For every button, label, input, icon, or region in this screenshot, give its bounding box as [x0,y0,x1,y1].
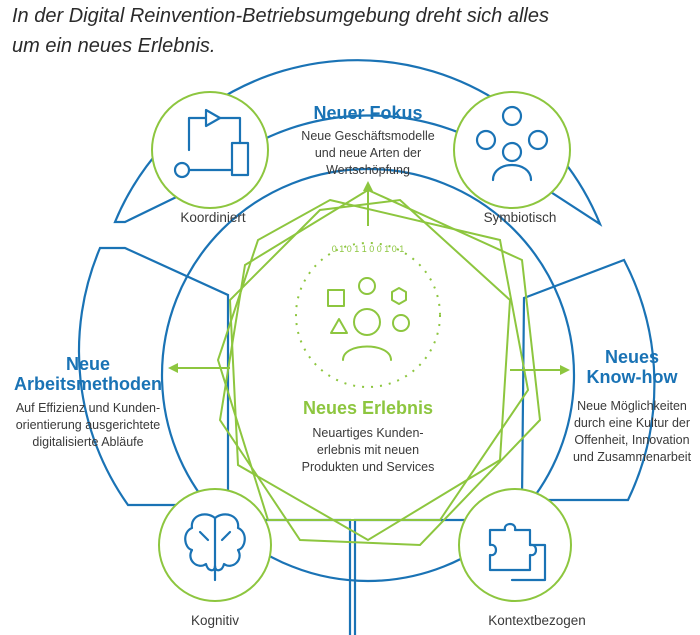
top-line-3: Wertschöpfung [326,163,410,177]
corner-kognitiv: Kognitiv [158,488,272,628]
left-title-2: Arbeitsmethoden [14,374,162,394]
ring-segment-right [520,258,656,502]
label-koordiniert: Koordiniert [180,210,246,225]
intro-line-1: In der Digital Reinvention-Betriebsumgeb… [12,5,549,27]
label-kontextbezogen: Kontextbezogen [488,613,586,628]
left-line-1: Auf Effizienz und Kunden- [16,401,160,415]
label-symbiotisch: Symbiotisch [484,210,557,225]
corner-symbiotisch: Symbiotisch [453,91,571,225]
left-line-2: orientierung ausgerichtete [16,418,161,432]
label-kognitiv: Kognitiv [191,613,239,628]
right-line-3: Offenheit, Innovation [574,433,689,447]
ring-segment-left [77,246,230,507]
green-polygons [216,188,542,547]
brain-icon [184,513,246,582]
corner-koordiniert: Koordiniert [151,91,269,225]
top-line-2: und neue Arten der [315,146,421,160]
flow-process-icon [173,108,250,179]
center-line-3: Produkten und Services [302,460,435,474]
dotted-circle [295,242,441,388]
top-line-1: Neue Geschäftsmodelle [301,129,434,143]
right-line-1: Neue Möglichkeiten [577,399,687,413]
person-with-shapes-icon [327,277,410,361]
inner-blue-circle [160,167,576,583]
right-line-2: durch eine Kultur der [574,416,690,430]
binary-digits: 0 1 0 1 1 0 0 1 0 1 [332,244,405,254]
puzzle-icon [488,522,547,582]
center-line-1: Neuartiges Kunden- [312,426,423,440]
left-title-1: Neue [66,354,110,374]
intro-line-2: um ein neues Erlebnis. [12,35,215,57]
center-line-2: erlebnis mit neuen [317,443,419,457]
center-title: Neues Erlebnis [303,398,433,418]
top-title: Neuer Fokus [313,103,422,123]
right-line-4: und Zusammenarbeit [573,450,692,464]
right-title-1: Neues [605,347,659,367]
people-group-icon [475,105,549,182]
left-line-3: digitalisierte Abläufe [32,435,143,449]
corner-kontextbezogen: Kontextbezogen [458,488,586,628]
right-title-2: Know-how [587,367,679,387]
